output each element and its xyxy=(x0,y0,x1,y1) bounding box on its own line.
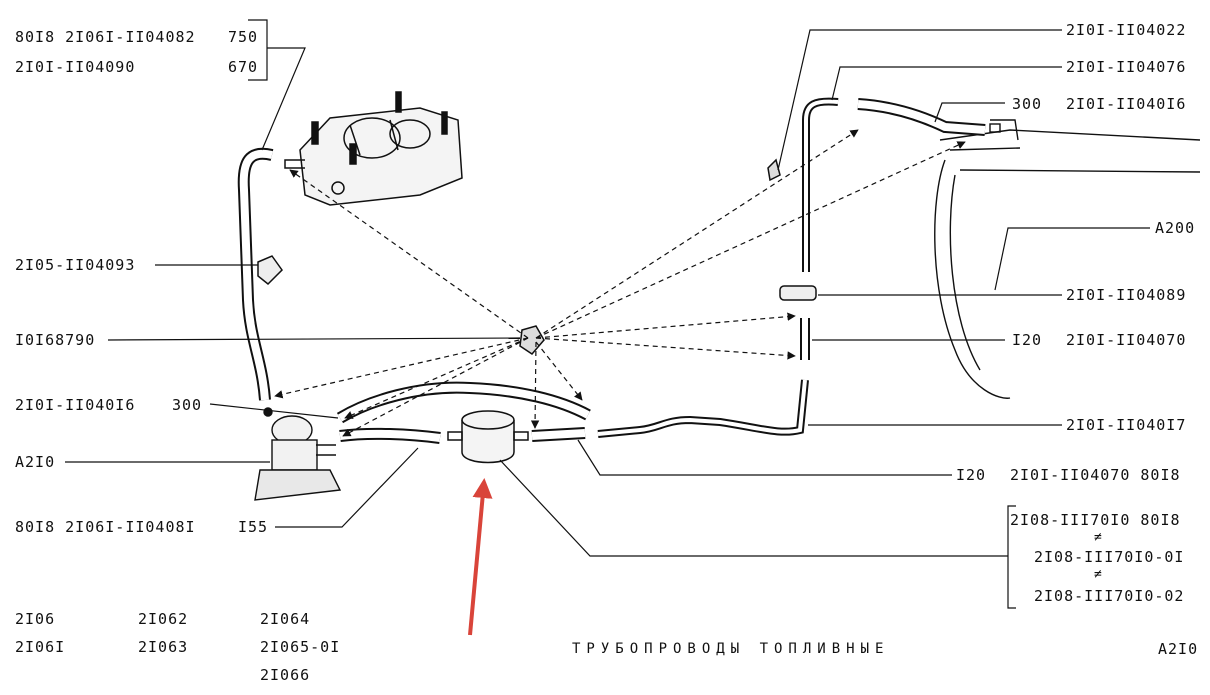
label-grommet: 2I0I-II04089 xyxy=(1066,286,1187,304)
not-equal-sign-1: ≠ xyxy=(1094,530,1102,545)
center-screw xyxy=(519,325,545,355)
label-tank-hose-part: 2I0I-II04070 xyxy=(1066,331,1187,349)
label-tank: A200 xyxy=(1155,219,1196,237)
model-label: 2I064 xyxy=(260,610,311,628)
label-hose-750-len: 750 xyxy=(228,28,259,46)
label-fuel-pipe: 2I0I-II040I7 xyxy=(1066,416,1187,434)
left-vertical-hose xyxy=(237,147,274,401)
label-filter-hose-len: I55 xyxy=(238,518,269,536)
label-clamp: 2I05-II04093 xyxy=(15,256,136,274)
label-filter-1: 2I08-III70I0 80I8 xyxy=(1010,511,1181,529)
label-pump: A2I0 xyxy=(15,453,56,471)
page-code: A2I0 xyxy=(1158,640,1199,658)
leader-lines xyxy=(65,19,1150,609)
label-return-clip: 2I0I-II04022 xyxy=(1066,21,1187,39)
return-line xyxy=(767,97,986,301)
label-filter-hose-part: 80I8 2I06I-II0408I xyxy=(15,518,196,536)
label-screw: I0I68790 xyxy=(15,331,96,349)
label-tank-hose-len: I20 xyxy=(1012,331,1043,349)
dashed-arrows xyxy=(274,129,966,437)
label-filter-2: 2I08-III70I0-0I xyxy=(1034,548,1185,566)
hose-clamp xyxy=(257,255,283,286)
label-return-hose-part: 2I0I-II040I6 xyxy=(1066,95,1187,113)
label-hose-670-len: 670 xyxy=(228,58,259,76)
tank-line xyxy=(531,318,810,442)
model-label: 2I065-0I xyxy=(260,638,341,656)
model-label: 2I062 xyxy=(138,610,189,628)
label-pump-hose-part: 2I0I-II040I6 xyxy=(15,396,136,414)
fuel-filter xyxy=(447,410,529,464)
carburetor xyxy=(284,91,463,206)
label-filter-3: 2I08-III70I0-02 xyxy=(1034,587,1185,605)
fuel-pump xyxy=(254,407,342,501)
page-title: ТРУБОПРОВОДЫ ТОПЛИВНЫЕ xyxy=(572,641,890,657)
label-pump-hose-len: 300 xyxy=(172,396,203,414)
label-hose-670-part: 2I0I-II04090 xyxy=(15,58,136,76)
label-return-pipe: 2I0I-II04076 xyxy=(1066,58,1187,76)
label-filter-out-hose-part: 2I0I-II04070 80I8 xyxy=(1010,466,1181,484)
model-label: 2I06I xyxy=(15,638,66,656)
model-label: 2I066 xyxy=(260,666,311,684)
model-label: 2I063 xyxy=(138,638,189,656)
fuel-tank xyxy=(934,119,1201,399)
label-hose-750-part: 80I8 2I06I-II04082 xyxy=(15,28,196,46)
model-label: 2I06 xyxy=(15,610,56,628)
not-equal-sign-2: ≠ xyxy=(1094,567,1102,582)
label-return-hose-len: 300 xyxy=(1012,95,1043,113)
red-pointer-arrow xyxy=(468,478,493,636)
label-filter-out-hose-len: I20 xyxy=(956,466,987,484)
